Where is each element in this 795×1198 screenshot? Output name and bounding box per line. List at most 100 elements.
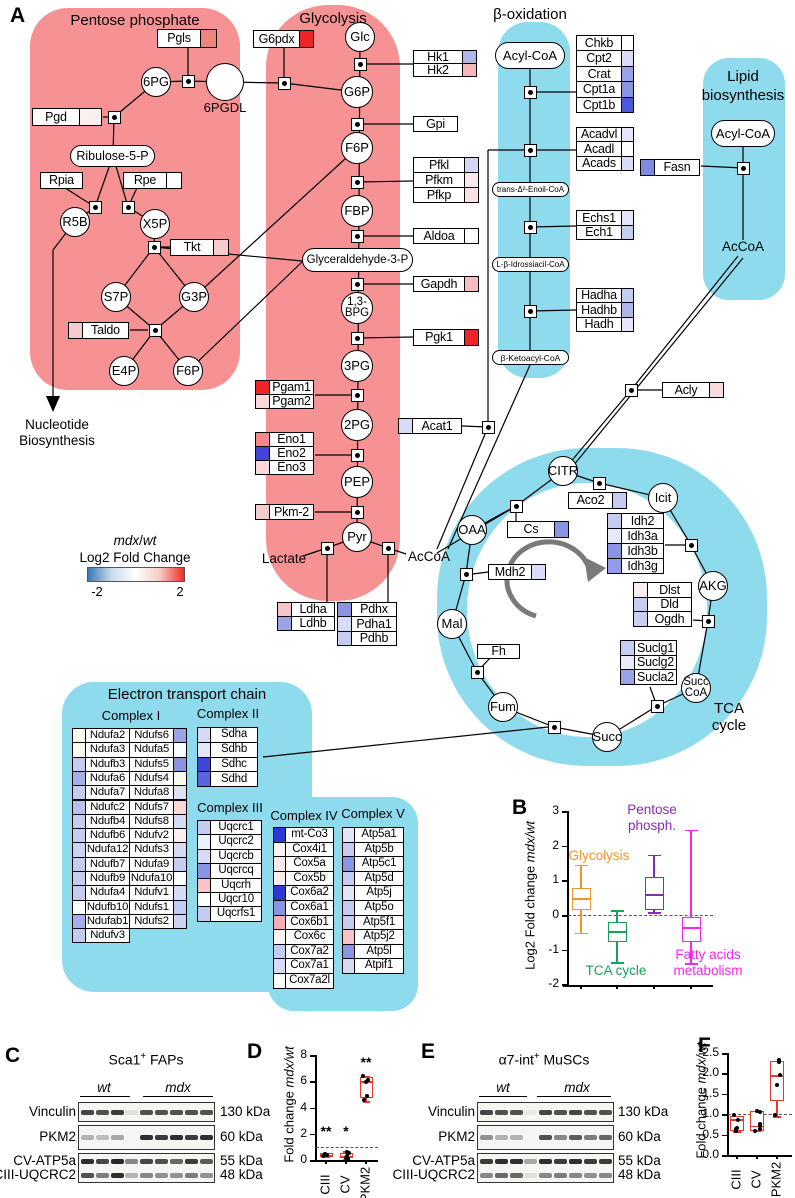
etc-complex1-row-ndufa2: Ndufa2Ndufs6 (72, 728, 186, 743)
gene-row-acads: Acads (576, 156, 634, 171)
median-line-tca-cycle (608, 931, 627, 933)
gene-row-hadh: Hadh (576, 317, 634, 332)
reaction-node (351, 278, 364, 291)
metabolite-f6p: F6P (341, 132, 373, 164)
y-tick-panel-F (722, 1114, 727, 1116)
etc-complex-row-cox6c: Cox6c (273, 929, 334, 945)
gene-label-cpt2: Cpt2 (576, 50, 622, 66)
blot-band-vinculin (599, 1110, 612, 1115)
gene-label-cox7a1: Cox7a1 (285, 958, 334, 974)
reaction-node (548, 721, 561, 734)
gene-label-ndufv1: Ndufv1 (129, 885, 174, 900)
gene-label-ldha: Ldha (291, 602, 335, 617)
boxplot-box-fatty-acids-metabolism-panel-B (682, 917, 701, 942)
reaction-dot (386, 546, 391, 551)
etc-complex-row-atp5l: Atp5l (342, 944, 404, 960)
gene-label-fh: Fh (477, 644, 520, 659)
heatmap-cell-uqcrc2 (197, 834, 211, 849)
gene-row-acadl: Acadl (576, 141, 634, 156)
y-tick-panel-B (562, 950, 567, 952)
blot-band-vinculin (524, 1110, 537, 1115)
gene-label-pgam1: Pgam1 (269, 380, 314, 395)
heatmap-cell-ndufv3 (72, 928, 86, 943)
etc-complex-row-uqcrfs1: Uqcrfs1 (197, 906, 262, 921)
blot-band-cv-atp5a (185, 1159, 198, 1164)
gene-row-hadhb: Hadhb (576, 302, 634, 317)
y-tick-panel-D (310, 1055, 315, 1057)
x-category-label-pkm2: PKM2 (770, 1149, 785, 1198)
gene-row-hk1: Hk1 (413, 50, 477, 64)
gene-label-uqcrcq: Uqcrcq (210, 863, 262, 878)
heatmap-cell-ndufb3 (72, 757, 86, 772)
reaction-node (351, 118, 364, 131)
y-axis-label-panel-D: Fold change mdx/wt (283, 1024, 298, 1184)
blot-band-pkm2 (599, 1135, 612, 1140)
gene-label-gapdh: Gapdh (413, 276, 465, 292)
heatmap-cell-hadh (621, 317, 634, 332)
series-label-pentose: Pentose phosph. (627, 802, 677, 833)
metabolite-succ: Succ (592, 722, 622, 752)
reaction-dot (464, 572, 469, 577)
metabolite-fbp: FBP (341, 195, 373, 227)
gene-label-acadvl: Acadvl (576, 127, 622, 142)
blot-band-pkm2 (96, 1135, 109, 1140)
heatmap-cell-ndufa7 (72, 785, 86, 800)
heatmap-cell-g6pdx (299, 30, 314, 48)
kda-label-vinculin: 130 kDa (220, 1104, 270, 1120)
heatmap-cell-pdhx (337, 602, 352, 617)
metabolite-e4p: E4P (109, 356, 139, 386)
reaction-dot (186, 79, 191, 84)
heatmap-cell-sdhb (197, 742, 211, 758)
blot-band-ciii-uqcrc2 (185, 1173, 198, 1178)
reaction-dot (126, 205, 131, 210)
heatmap-cell-cpt2 (621, 50, 634, 66)
gene-row-pgls: Pgls (157, 29, 217, 48)
reaction-node (351, 332, 364, 345)
heatmap-cell-pdhb (337, 631, 352, 646)
gene-label-sdhc: Sdhc (210, 757, 258, 773)
panel-letter-a: A (10, 4, 25, 28)
etc-complex-row-uqcrc2: Uqcrc2 (197, 834, 262, 849)
etc-complex1-row-ndufb7: Ndufb7Ndufa9 (72, 857, 186, 872)
gene-label-cpt1b: Cpt1b (576, 97, 622, 113)
significance-cv: * (343, 1123, 348, 1139)
kda-label-ciii-uqcrc2: 48 kDa (618, 1167, 661, 1183)
heatmap-cell-sdha (197, 727, 211, 743)
gene-label-ndufb4: Ndufb4 (85, 814, 130, 829)
gene-row-suclg1: Suclg1 (620, 640, 677, 656)
legend-title-ratio: mdx/wt (114, 533, 157, 549)
gene-row-mdh2: Mdh2 (488, 564, 546, 580)
gene-label-uqcrfs1: Uqcrfs1 (210, 906, 262, 921)
whisker-cap-tca-cycle (611, 910, 624, 912)
gene-label-pgk1: Pgk1 (413, 329, 465, 346)
panel-letter-b: B (512, 796, 527, 820)
gene-label-atp5c1: Atp5c1 (354, 856, 404, 872)
y-tick-label-panel-B: -1 (541, 943, 559, 957)
gene-row-ldha: Ldha (277, 602, 335, 617)
legend-min: -2 (91, 585, 103, 600)
heatmap-cell-ndufb10 (72, 900, 86, 915)
heatmap-cell-pgam2 (255, 394, 270, 409)
blot-band-cv-atp5a (170, 1159, 183, 1164)
label-complex-ii: Complex II (197, 707, 259, 722)
gene-row-dlst: Dlst (633, 582, 692, 598)
nucleotide-arrow-head (46, 396, 60, 412)
etc-complex-row-uqcrcq: Uqcrcq (197, 863, 262, 878)
blot-band-cv-atp5a (140, 1159, 153, 1164)
gene-row-tkt: Tkt (170, 239, 229, 256)
blot-band-cv-atp5a (524, 1159, 537, 1164)
heatmap-cell-ndufb7 (72, 857, 86, 872)
blot-band-ciii-uqcrc2 (584, 1173, 597, 1178)
heatmap-cell-acat1 (398, 418, 413, 434)
gene-label-ndufb7: Ndufb7 (85, 857, 130, 872)
gene-label-taldo: Taldo (82, 322, 129, 339)
reaction-dot (528, 90, 533, 95)
blot-band-ciii-uqcrc2 (554, 1173, 567, 1178)
metabolite-glc: Glc (345, 22, 375, 52)
heatmap-cell-eno1 (255, 432, 270, 447)
y-tick-panel-D (310, 1081, 315, 1083)
genotype-underline (537, 1096, 611, 1097)
gene-row-suclg2: Suclg2 (620, 655, 677, 671)
heatmap-cell-sdhd (197, 771, 211, 787)
blot-band-pkm2 (170, 1135, 183, 1140)
